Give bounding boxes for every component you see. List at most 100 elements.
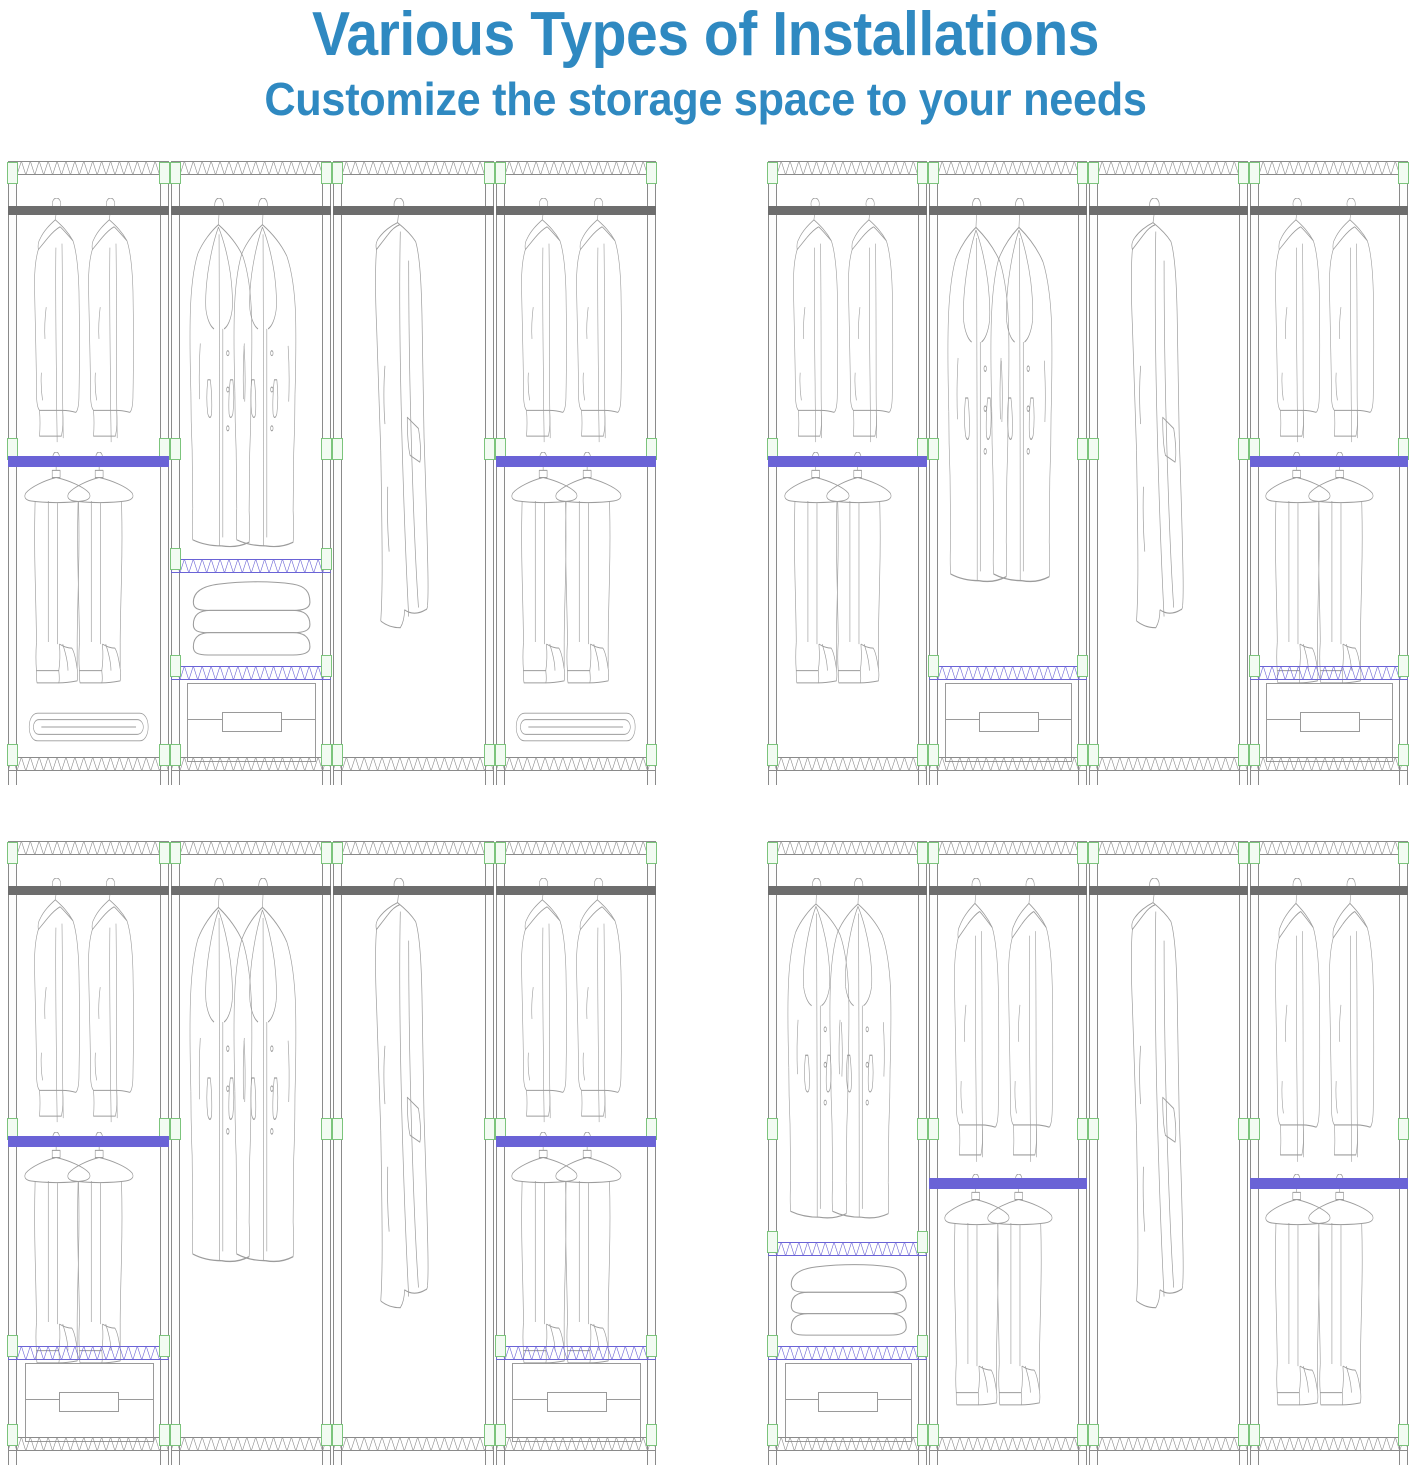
- drawer[interactable]: [512, 1363, 642, 1442]
- top-hang-rod[interactable]: [495, 206, 656, 215]
- mid-hang-rod[interactable]: [1249, 456, 1408, 467]
- top-truss-shelf: [928, 840, 1087, 856]
- top-hang-rod[interactable]: [333, 206, 494, 215]
- garment-layer: [495, 168, 656, 785]
- top-hang-rod[interactable]: [170, 886, 331, 895]
- mid-hang-rod[interactable]: [495, 456, 656, 467]
- folded-towel-stack: [187, 578, 314, 659]
- post-connector: [321, 548, 332, 570]
- drawer[interactable]: [24, 1363, 154, 1442]
- post-connector: [1088, 1118, 1099, 1140]
- post-connector: [494, 1424, 506, 1446]
- vertical-post-right: [647, 168, 656, 785]
- drawer-handle[interactable]: [546, 1391, 607, 1412]
- post-connector: [927, 1118, 939, 1140]
- closet-bay: [767, 840, 928, 1465]
- post-connector: [7, 744, 18, 766]
- post-connector: [332, 842, 343, 864]
- closet-bay: [494, 160, 657, 785]
- drawer-handle[interactable]: [221, 711, 282, 732]
- post-connector: [169, 162, 181, 184]
- post-connector: [646, 1424, 657, 1446]
- bottom-truss-shelf: [170, 1436, 331, 1452]
- top-hang-rod[interactable]: [495, 886, 656, 895]
- post-connector: [1077, 162, 1088, 184]
- closet-bay: [169, 160, 332, 785]
- top-hang-rod[interactable]: [928, 206, 1087, 215]
- top-hang-rod[interactable]: [8, 886, 169, 895]
- top-hang-rod[interactable]: [1089, 886, 1248, 895]
- post-connector: [169, 1118, 181, 1140]
- drawer-handle[interactable]: [59, 1391, 120, 1412]
- mid-hang-rod[interactable]: [1249, 1178, 1408, 1189]
- top-hang-rod[interactable]: [928, 886, 1087, 895]
- post-connector: [1237, 1118, 1249, 1140]
- top-hang-rod[interactable]: [768, 206, 927, 215]
- post-connector: [1088, 842, 1099, 864]
- top-hang-rod[interactable]: [1249, 206, 1408, 215]
- post-connector: [321, 1118, 332, 1140]
- post-connector: [916, 842, 928, 864]
- garment-layer: [1097, 168, 1240, 785]
- top-hang-rod[interactable]: [768, 886, 927, 895]
- garment-shirt: [570, 198, 631, 456]
- post-connector: [1248, 162, 1260, 184]
- top-hang-rod[interactable]: [170, 206, 331, 215]
- bottom-truss-shelf: [1089, 756, 1248, 772]
- top-hang-rod[interactable]: [333, 886, 494, 895]
- blue-truss-shelf: [495, 1345, 656, 1361]
- drawer-handle[interactable]: [1299, 711, 1360, 732]
- post-connector: [1237, 162, 1249, 184]
- page-subtitle: Customize the storage space to your need…: [264, 73, 1147, 125]
- drawer[interactable]: [945, 683, 1073, 762]
- post-connector: [916, 1231, 928, 1253]
- bottom-truss-shelf: [170, 756, 331, 772]
- post-connector: [1077, 655, 1088, 677]
- post-connector: [767, 744, 778, 766]
- post-connector: [169, 842, 181, 864]
- closet-bay: [1248, 160, 1409, 785]
- garment-coat: [824, 878, 898, 1268]
- mid-hang-rod[interactable]: [8, 1136, 169, 1147]
- garment-shirt: [515, 198, 576, 456]
- vertical-post-right: [1399, 168, 1408, 785]
- blue-truss-shelf: [928, 665, 1087, 681]
- vertical-post-right: [322, 168, 331, 785]
- post-connector: [916, 744, 928, 766]
- mid-hang-rod[interactable]: [768, 456, 927, 467]
- blue-truss-shelf: [170, 665, 331, 681]
- blue-truss-shelf: [170, 558, 331, 574]
- garment-coat: [228, 878, 303, 1318]
- drawer-handle[interactable]: [818, 1391, 879, 1412]
- top-truss-shelf: [1249, 160, 1408, 176]
- drawer[interactable]: [784, 1363, 912, 1442]
- garment-coat: [228, 198, 303, 598]
- post-connector: [494, 1335, 506, 1357]
- drawer-handle[interactable]: [978, 711, 1039, 732]
- top-hang-rod[interactable]: [1249, 886, 1408, 895]
- blue-truss-shelf: [768, 1241, 927, 1257]
- garment-trousers: [65, 1132, 137, 1367]
- vertical-post-left: [768, 848, 777, 1465]
- post-connector: [169, 548, 181, 570]
- closet-configuration-4: [767, 840, 1409, 1465]
- post-connector: [767, 842, 778, 864]
- post-connector: [767, 1424, 778, 1446]
- drawer[interactable]: [1266, 683, 1394, 762]
- mid-hang-rod[interactable]: [928, 1178, 1087, 1189]
- bottom-truss-shelf: [1249, 1436, 1408, 1452]
- post-connector: [321, 438, 332, 460]
- post-connector: [1077, 1118, 1088, 1140]
- mid-hang-rod[interactable]: [495, 1136, 656, 1147]
- top-hang-rod[interactable]: [1089, 206, 1248, 215]
- closet-bay: [169, 840, 332, 1465]
- post-connector: [1088, 162, 1099, 184]
- top-hang-rod[interactable]: [8, 206, 169, 215]
- rolled-towel: [515, 704, 636, 750]
- garment-shirt: [28, 198, 89, 456]
- drawer[interactable]: [187, 683, 317, 762]
- post-connector: [1237, 1424, 1249, 1446]
- mid-hang-rod[interactable]: [8, 456, 169, 467]
- post-connector: [332, 1118, 343, 1140]
- garment-shirt: [1269, 198, 1329, 456]
